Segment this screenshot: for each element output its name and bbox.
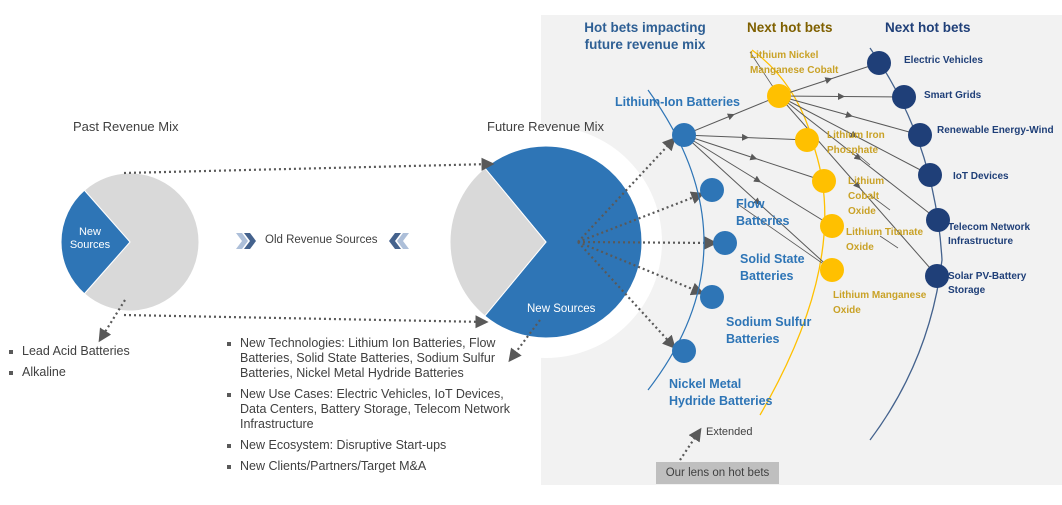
hot-bet-label: Lithium-Ion Batteries (615, 95, 741, 109)
old-revenue-sources-label: Old Revenue Sources (265, 234, 378, 246)
future-item: New Clients/Partners/Target M&A (226, 459, 526, 474)
future-item: New Use Cases: Electric Vehicles, IoT De… (226, 387, 526, 432)
next-bet-node[interactable] (795, 128, 819, 152)
hot-bet-label: Sodium Sulfur Batteries (726, 315, 812, 346)
far-to-next-link (778, 92, 905, 100)
past-item: Alkaline (8, 365, 208, 380)
extended-label: Extended (706, 426, 753, 438)
far-bet-label: Solar PV-Battery Storage (948, 271, 1027, 296)
past-item: Lead Acid Batteries (8, 344, 208, 359)
next-bet-label: Lithium Nickel Manganese Cobalt (750, 50, 839, 76)
next-bet-label: Lithium Manganese Oxide (833, 290, 927, 316)
hot-bet-label: Nickel Metal Hydride Batteries (669, 377, 773, 408)
hot-bet-node[interactable] (713, 231, 737, 255)
past-to-future-bottom-connector (123, 313, 489, 329)
our-lens-on-hot-bets-button[interactable]: Our lens on hot bets (656, 462, 779, 484)
far-hot-bets-header: Next hot bets (885, 20, 971, 35)
leader-line (738, 204, 833, 271)
far-bet-label: Smart Grids (924, 90, 982, 101)
future-to-hot-bet-connector (577, 241, 676, 349)
far-to-next-link (778, 95, 931, 176)
past-to-future-top-connector (123, 157, 495, 175)
far-bet-label: Electric Vehicles (904, 55, 983, 66)
future-revenue-title: Future Revenue Mix (487, 119, 605, 134)
next-bet-label: Lithium Iron Phosphate (827, 130, 885, 156)
past-items-list: Lead Acid Batteries Alkaline (8, 344, 208, 386)
hot-bet-node[interactable] (700, 285, 724, 309)
far-bet-node[interactable] (867, 51, 891, 75)
far-bet-node[interactable] (918, 163, 942, 187)
next-to-hot-link (683, 134, 833, 227)
next-to-hot-link (683, 95, 780, 136)
far-to-next-link (778, 95, 921, 136)
far-bet-node[interactable] (908, 123, 932, 147)
hot-bet-node[interactable] (700, 178, 724, 202)
far-bet-label: Telecom Network Infrastructure (948, 222, 1031, 247)
far-bet-node[interactable] (926, 208, 950, 232)
leader-line (869, 194, 891, 211)
past-pie-old-slice (83, 172, 200, 312)
hot-bet-label: Solid State Batteries (740, 252, 805, 283)
future-to-items-connector (508, 319, 541, 363)
future-new-sources-label: New Sources (527, 303, 596, 315)
next-to-hot-link (683, 133, 808, 141)
next-to-hot-link (683, 134, 825, 182)
far-bet-label: IoT Devices (953, 171, 1009, 182)
next-hot-bets-header: Next hot bets (747, 20, 833, 35)
past-new-sources-label: New Sources (69, 226, 111, 251)
next-bet-node[interactable] (812, 169, 836, 193)
future-to-hot-bet-connector (577, 191, 705, 244)
future-items-list: New Technologies: Lithium Ion Batteries,… (226, 336, 526, 480)
future-pie-new-slice (484, 145, 643, 339)
future-to-hot-bet-connector (577, 240, 705, 296)
far-to-next-link (778, 62, 880, 97)
far-bet-label: Renewable Energy-Wind (937, 125, 1054, 136)
hot-bet-label: Flow Batteries (736, 197, 790, 228)
leader-line (879, 235, 899, 249)
hot-bet-node[interactable] (672, 123, 696, 147)
double-chevron-right-icon (236, 233, 260, 254)
far-bet-node[interactable] (925, 264, 949, 288)
far-to-next-link (778, 95, 938, 277)
future-pie-old-slice (449, 167, 547, 317)
past-revenue-title: Past Revenue Mix (73, 119, 179, 134)
next-bet-node[interactable] (820, 258, 844, 282)
hot-bets-header: Hot bets impacting future revenue mix (584, 20, 706, 52)
past-pie-new-slice (60, 189, 131, 295)
next-bet-label: Lithium Cobalt Oxide (848, 176, 885, 217)
future-item: New Technologies: Lithium Ion Batteries,… (226, 336, 526, 381)
far-bet-node[interactable] (892, 85, 916, 109)
next-bet-node[interactable] (820, 214, 844, 238)
future-item: New Ecosystem: Disruptive Start-ups (226, 438, 526, 453)
next-bet-node[interactable] (767, 84, 791, 108)
leader-line (855, 152, 871, 166)
future-to-hot-bet-connector (577, 137, 676, 243)
double-chevron-left-icon (389, 233, 413, 254)
lens-to-extended-connector (679, 427, 702, 461)
next-to-hot-link (683, 134, 833, 271)
far-to-next-link (778, 95, 939, 221)
next-bet-label: Lithium Titanate Oxide (846, 227, 924, 253)
hot-bet-node[interactable] (672, 339, 696, 363)
